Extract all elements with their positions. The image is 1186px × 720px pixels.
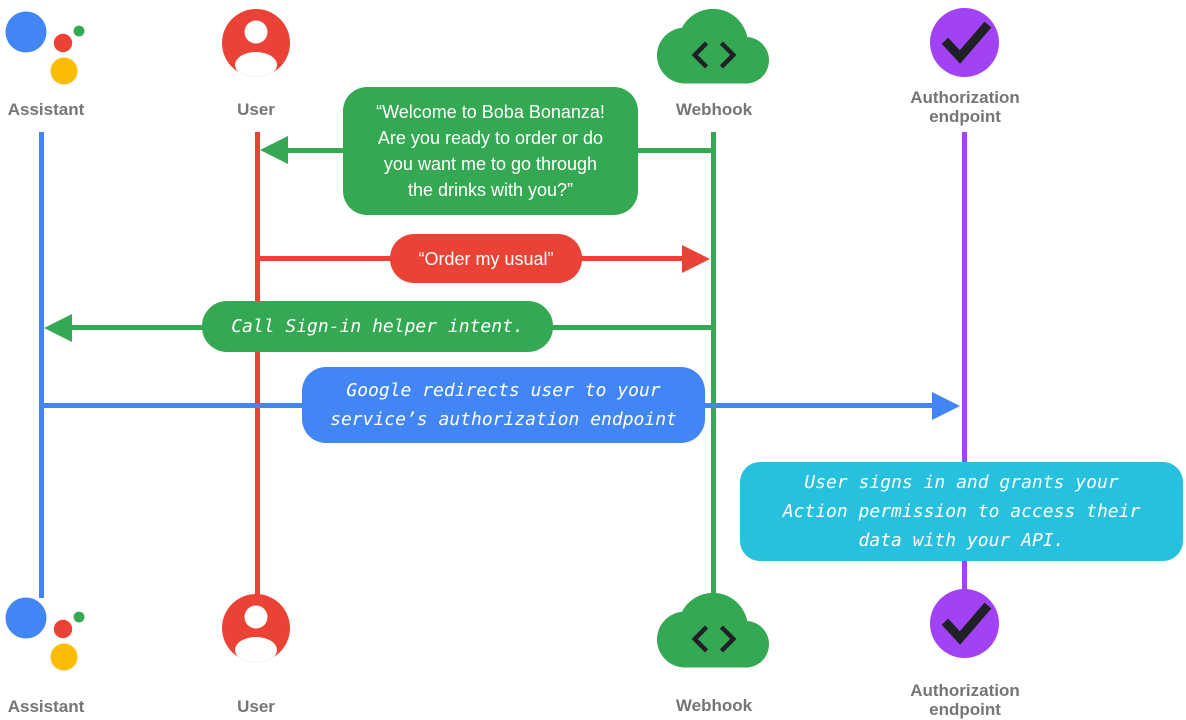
webhook-cloud-icon xyxy=(657,592,769,668)
authorization-label-bottom: Authorization endpoint xyxy=(910,681,1020,719)
signin-note-bubble: User signs in and grants your Action per… xyxy=(740,462,1183,561)
user-icon xyxy=(222,9,290,77)
redirect-message-bubble: Google redirects user to your service’s … xyxy=(302,367,705,443)
signin-message-bubble: Call Sign-in helper intent. xyxy=(202,301,553,352)
webhook-cloud-icon xyxy=(657,8,769,84)
assistant-logo-icon xyxy=(5,11,85,85)
welcome-message-bubble: “Welcome to Boba Bonanza! Are you ready … xyxy=(343,87,638,215)
assistant-lifeline xyxy=(39,132,44,598)
user-lifeline xyxy=(255,132,260,598)
webhook-lifeline xyxy=(711,132,716,598)
order-message-bubble: “Order my usual” xyxy=(390,234,582,283)
authorization-check-icon xyxy=(930,8,999,77)
authorization-lifeline xyxy=(962,132,967,598)
authorization-check-icon xyxy=(930,589,999,658)
assistant-label-top: Assistant xyxy=(7,100,85,119)
user-label-bottom: User xyxy=(237,697,275,716)
webhook-label-top: Webhook xyxy=(675,100,753,119)
signin-message-text: Call Sign-in helper intent. xyxy=(231,316,524,337)
code-brackets-icon xyxy=(691,41,737,69)
signin-note-text: User signs in and grants your Action per… xyxy=(782,472,1141,551)
redirect-arrowhead-icon xyxy=(932,392,960,420)
code-brackets-icon xyxy=(691,625,737,653)
authorization-label-top: Authorization endpoint xyxy=(910,88,1020,126)
assistant-label-bottom: Assistant xyxy=(7,697,85,716)
user-label-top: User xyxy=(237,100,275,119)
order-message-text: “Order my usual” xyxy=(418,248,554,269)
webhook-label-bottom: Webhook xyxy=(675,696,753,715)
user-icon xyxy=(222,594,290,662)
welcome-arrowhead-icon xyxy=(260,136,288,164)
order-arrowhead-icon xyxy=(682,245,710,273)
redirect-message-text: Google redirects user to your service’s … xyxy=(330,380,677,430)
signin-arrowhead-icon xyxy=(44,314,72,342)
assistant-logo-icon xyxy=(5,597,85,671)
welcome-message-text: “Welcome to Boba Bonanza! Are you ready … xyxy=(376,102,605,200)
